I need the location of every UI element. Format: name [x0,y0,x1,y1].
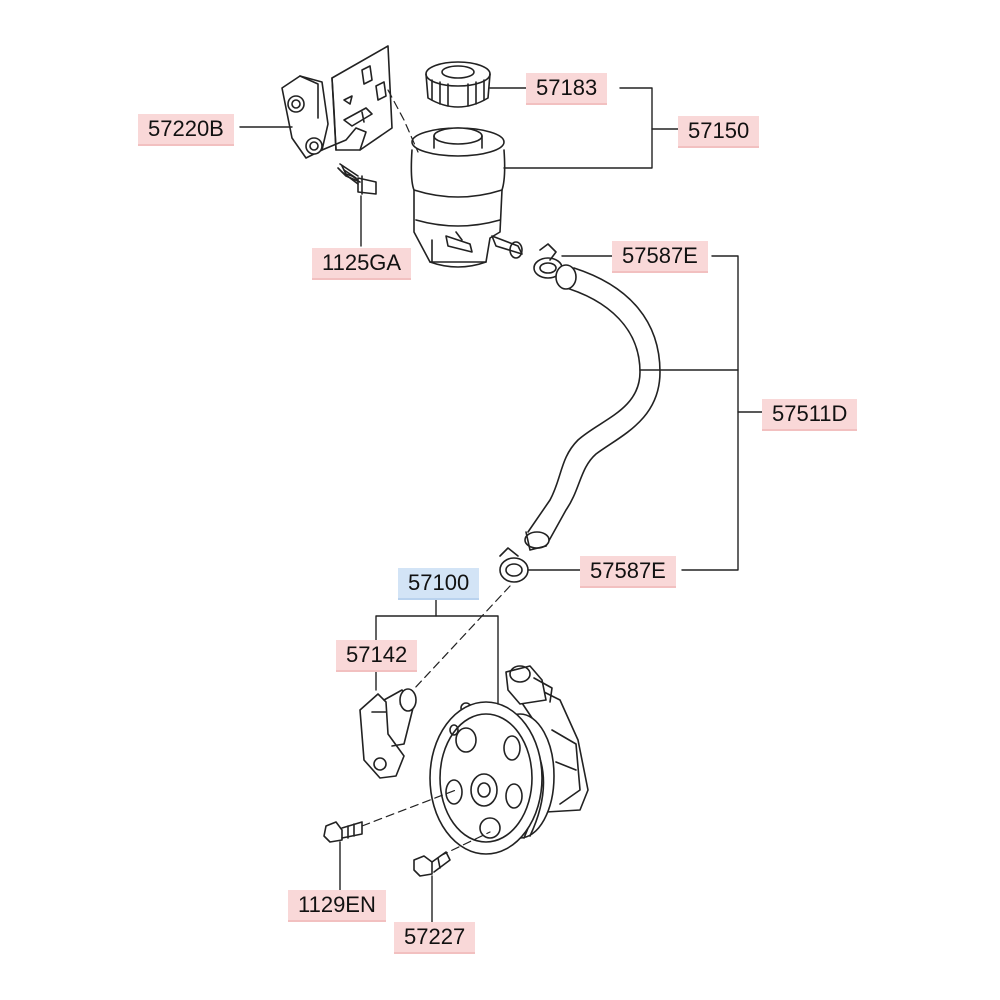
pump-drawing [429,665,589,855]
pulley-bolt-drawing [413,851,451,877]
pump-bolt-drawing [323,821,363,843]
alignment-line-inlet [399,585,511,705]
lower-clamp-drawing [499,547,529,583]
reservoir-bracket-drawing [281,45,393,159]
part-label-57227[interactable]: 57227 [394,922,476,954]
part-label-57587E-lower[interactable]: 57587E [580,556,676,588]
part-label-57183[interactable]: 57183 [526,73,608,105]
inlet-fitting-drawing [359,688,417,779]
part-label-57220B[interactable]: 57220B [138,114,234,146]
reservoir-body-drawing [410,127,523,268]
part-label-57100[interactable]: 57100 [398,568,480,600]
part-label-57150[interactable]: 57150 [678,116,760,148]
part-label-57142[interactable]: 57142 [336,640,418,672]
suction-hose-drawing [524,264,661,551]
alignment-line-reservoir [387,89,419,153]
part-label-1125GA[interactable]: 1125GA [312,248,412,280]
bracket-bolt-drawing [337,163,377,195]
reservoir-cap-drawing [425,61,491,108]
part-label-57511D[interactable]: 57511D [762,399,858,431]
alignment-line-pulley-bolt [439,831,491,857]
part-label-1129EN[interactable]: 1129EN [288,890,386,922]
alignment-line-pump-bolt [361,789,457,827]
part-label-57587E-upper[interactable]: 57587E [612,241,708,273]
